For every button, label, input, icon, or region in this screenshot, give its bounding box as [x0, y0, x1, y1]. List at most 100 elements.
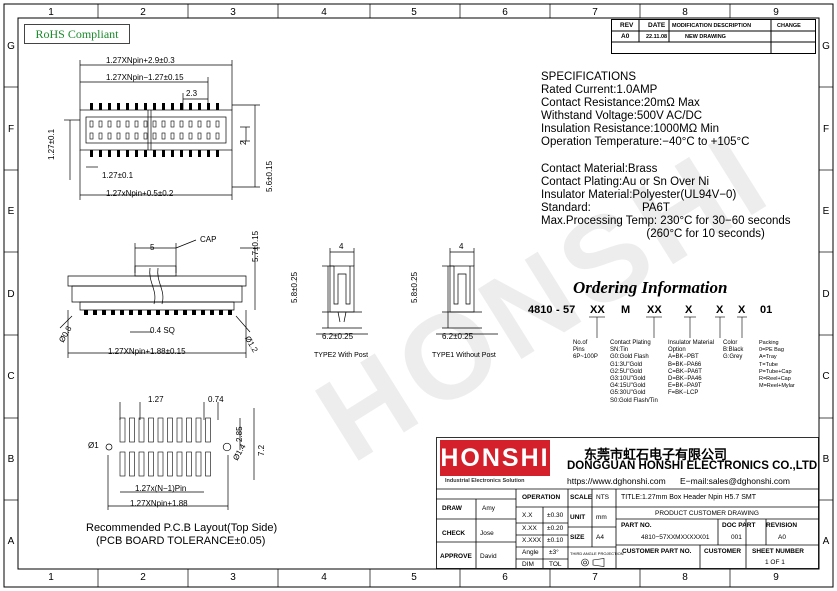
pin-lead [93, 310, 97, 315]
title-block [436, 437, 819, 569]
dim-front-2: 5.7±0.15 [251, 230, 260, 262]
zone-col-4-bottom: 4 [321, 572, 327, 583]
dim-pcb-8: 1.27XNpin+1.88 [130, 499, 188, 508]
scale-label: SCALE [570, 494, 593, 501]
dim-top-side-2: 2 [239, 140, 248, 145]
sheet-number-value: 1 OF 1 [765, 559, 785, 566]
angle-projection-label: THIRD ANGLE PROJECTION [570, 551, 624, 556]
third-angle-projection-icon [581, 558, 605, 567]
side-view-type2-drawing [316, 248, 368, 335]
spec-line: Max.Processing Temp: 230°C for 30−60 sec… [541, 215, 791, 227]
spec-line: Operation Temperature:−40°C to +105°C [541, 136, 750, 148]
zone-col-9-bottom: 9 [773, 572, 779, 583]
rev-header-description: MODIFICATION DESCRIPTION [672, 23, 752, 29]
pin-lead [228, 310, 232, 315]
pcb-pad [167, 417, 173, 443]
dim-pcb-5: Ø1 [88, 441, 99, 450]
contact-pad [170, 120, 175, 128]
check-label: CHECK [442, 530, 466, 537]
pin-lead [90, 103, 93, 110]
pin-lead [171, 150, 174, 157]
unit-value: mm [596, 514, 607, 521]
pcb-pad [195, 417, 202, 443]
pin-lead [189, 150, 192, 157]
tol-row-1-tol: ±0.20 [547, 525, 564, 532]
pcb-pad [129, 417, 135, 443]
pin-lead [156, 310, 160, 315]
tol-row-0-tol: ±0.30 [547, 512, 564, 519]
pin-lead [198, 103, 201, 110]
pin-lead [207, 103, 210, 110]
zone-row-e-right: E [822, 206, 830, 217]
zone-row-f: F [7, 124, 15, 135]
operation-label: OPERATION [522, 494, 561, 501]
zone-row-d-right: D [822, 289, 830, 300]
pin-lead [138, 310, 142, 315]
pcb-pad [205, 417, 211, 443]
pin-lead [129, 310, 133, 315]
dim-top-side-1: 1.27±0.1 [47, 128, 56, 160]
pcb-pad [186, 451, 192, 477]
spec-line: Contact Plating:Au or Sn Over Ni [541, 176, 710, 188]
zone-row-g: G [7, 41, 15, 52]
zone-row-d: D [7, 289, 15, 300]
dim-side-b-1: 4 [459, 242, 464, 251]
company-name-en: DONGGUAN HONSHI ELECTRONICS CO.,LTD [567, 460, 818, 472]
pcb-pad [148, 417, 154, 443]
top-view-drawing [64, 60, 260, 200]
contact-pad [143, 132, 148, 140]
ordering-code-plating: XX [647, 304, 662, 316]
doc-part-label: DOC PART [722, 522, 756, 529]
zone-col-8: 8 [682, 7, 688, 18]
contact-pad [116, 132, 121, 140]
zone-row-f-right: F [822, 124, 830, 135]
pin-lead [126, 103, 129, 110]
dim-pcb-4: 7.2 [257, 444, 266, 456]
pin-lead [165, 310, 169, 315]
pin-lead [135, 150, 138, 157]
ordering-code-insulator: X [685, 304, 693, 316]
company-logo-sub: Industrial Electronics Solution [445, 478, 525, 484]
sheet-number-label: SHEET NUMBER [752, 548, 805, 555]
pin-lead [84, 310, 88, 315]
size-label: SIZE [570, 534, 585, 541]
pcb-pad [167, 451, 173, 477]
zone-row-c: C [7, 371, 15, 382]
tol-row-3-tol: ±3° [549, 549, 559, 556]
pin-lead [219, 310, 223, 315]
dim-pcb-3: 2.85 [235, 426, 244, 442]
spec-line: Withstand Voltage:500V AC/DC [541, 110, 703, 122]
pin-lead [111, 310, 115, 315]
size-value: A4 [596, 534, 604, 541]
zone-col-3-bottom: 3 [230, 572, 236, 583]
zone-col-8-bottom: 8 [682, 572, 688, 583]
contact-pad [197, 120, 202, 128]
customer-part-label: CUSTOMER PART NO. [622, 548, 692, 555]
pin-lead [216, 103, 219, 110]
pin-lead [117, 103, 120, 110]
dim-front-1: 5 [150, 243, 155, 252]
tol-row-3-dim: Angle [522, 549, 539, 556]
pin-lead [126, 150, 129, 157]
pin-lead [180, 150, 183, 157]
zone-col-6-bottom: 6 [502, 572, 508, 583]
tol-row-4-dim: DIM [522, 561, 534, 568]
ordering-code-series: 57 [563, 304, 576, 316]
pcb-pad [195, 451, 202, 477]
rev-row-rev: A0 [621, 33, 630, 40]
zone-col-1-bottom: 1 [48, 572, 54, 583]
contact-pad [206, 120, 211, 128]
contact-pad [179, 120, 184, 128]
zone-row-b: B [7, 454, 15, 465]
company-website: https://www.dghonshi.com [567, 476, 666, 486]
ordering-code-prefix: 4810 [528, 304, 553, 316]
pin-lead [117, 150, 120, 157]
spec-line: (260°C for 10 seconds) [541, 228, 765, 240]
contact-pad [152, 132, 157, 140]
pcb-pad [119, 451, 126, 477]
pin-lead [153, 103, 156, 110]
contact-pad [188, 120, 193, 128]
